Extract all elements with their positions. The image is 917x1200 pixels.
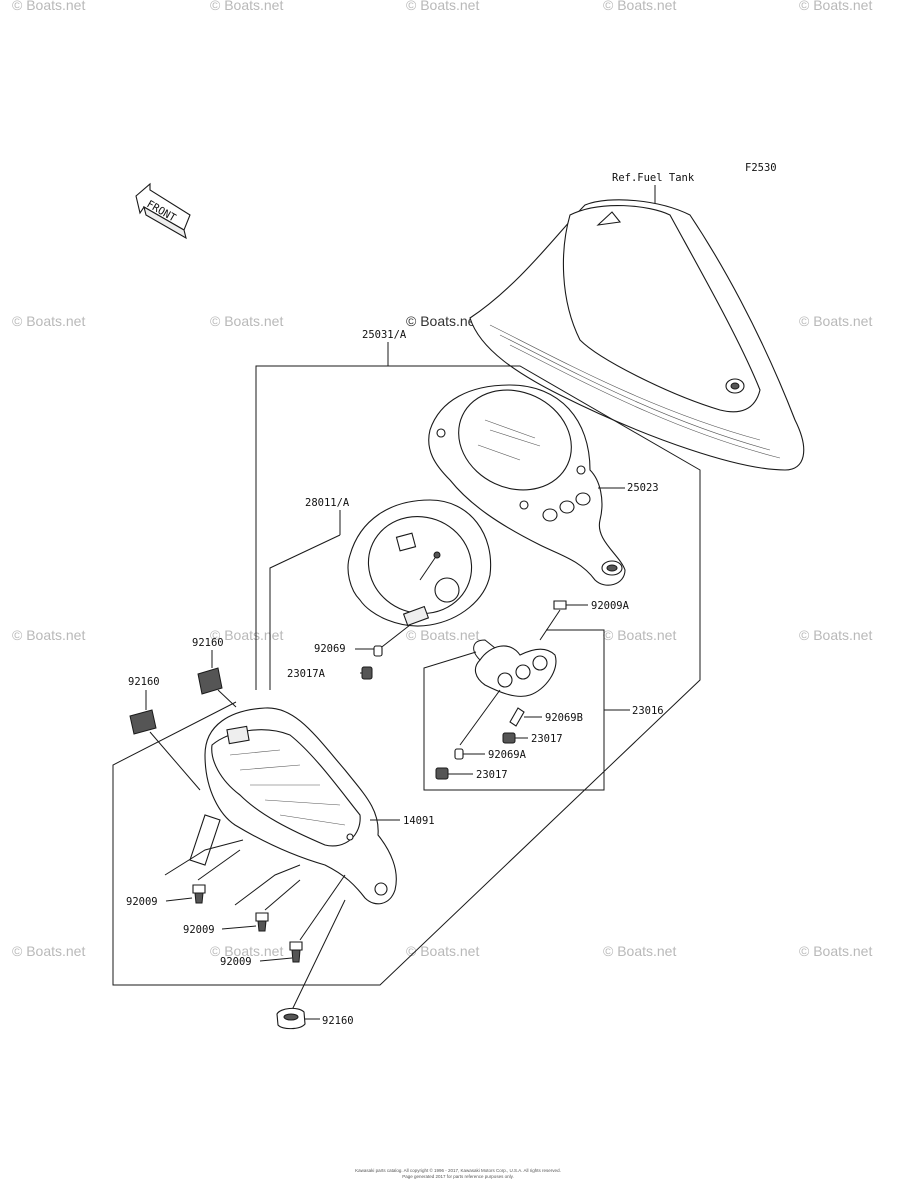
part-label-14091: 14091 [403, 815, 435, 827]
group-outline-23016 [423, 629, 605, 791]
socket-23017-lower [435, 767, 449, 780]
bulb-92069A [454, 748, 464, 760]
watermark: © Boats.net [406, 627, 479, 643]
watermark: © Boats.net [406, 313, 479, 329]
watermark: © Boats.net [799, 627, 872, 643]
part-label-92160-c: 92160 [322, 1015, 354, 1027]
watermark: © Boats.net [799, 0, 872, 13]
part-label-23017-upper: 23017 [531, 733, 563, 745]
part-label-25031: 25031/A [362, 329, 407, 341]
meter-base [189, 707, 397, 905]
part-label-28011: 28011/A [305, 497, 350, 509]
watermark: © Boats.net [210, 313, 283, 329]
fuel-tank-cover [469, 199, 805, 471]
meter-housing [428, 384, 626, 586]
front-arrow-icon: FRONT [135, 182, 191, 240]
part-label-25023: 25023 [627, 482, 659, 494]
part-label-92069A: 92069A [488, 749, 527, 761]
part-label-23016: 23016 [632, 705, 664, 717]
wiring-harness [459, 609, 561, 746]
watermark: © Boats.net [12, 0, 85, 13]
part-label-92069: 92069 [314, 643, 346, 655]
part-label-92009-c: 92009 [220, 956, 252, 968]
watermark: © Boats.net [210, 627, 283, 643]
watermark: © Boats.net [799, 943, 872, 959]
screw-92009-c [289, 874, 346, 963]
watermark: © Boats.net [12, 627, 85, 643]
watermark: © Boats.net [210, 943, 283, 959]
watermark: © Boats.net [12, 943, 85, 959]
copyright-footer: Kawasaki parts catalog. All copyright © … [355, 1167, 561, 1173]
bulb-92069 [373, 645, 383, 657]
socket-23017-upper [502, 732, 516, 744]
watermark: © Boats.net [799, 313, 872, 329]
part-label-23017A: 23017A [287, 668, 326, 680]
watermark: © Boats.net [210, 0, 283, 13]
watermark: © Boats.net [406, 0, 479, 13]
part-label-92160-a: 92160 [192, 637, 224, 649]
screw-92009-a [164, 839, 244, 904]
part-label-92069B: 92069B [545, 712, 583, 724]
part-label-23017-lower: 23017 [476, 769, 508, 781]
grommet-92160-top [197, 650, 237, 708]
bulb-92069B [509, 707, 525, 727]
part-label-92009A: 92009A [591, 600, 630, 612]
part-label-92160-b: 92160 [128, 676, 160, 688]
copyright-footer-line2: Page generated 2017 for parts reference … [402, 1174, 514, 1179]
watermark: © Boats.net [603, 0, 676, 13]
part-label-92009-b: 92009 [183, 924, 215, 936]
grommet-92160-left [129, 690, 201, 791]
reference-label: Ref.Fuel Tank [612, 172, 695, 184]
screw-92009A [553, 600, 567, 610]
screw-92009-b [234, 864, 301, 932]
figure-code: F2530 [745, 162, 777, 174]
part-label-92009-a: 92009 [126, 896, 158, 908]
grommet-92160-bottom [276, 899, 346, 1030]
watermarks: © Boats.net © Boats.net © Boats.net © Bo… [12, 0, 872, 959]
speedometer-gauge [269, 499, 492, 690]
socket-23017A [361, 666, 373, 680]
watermark: © Boats.net [603, 627, 676, 643]
watermark: © Boats.net [406, 943, 479, 959]
watermark: © Boats.net [12, 313, 85, 329]
group-outline-25031 [112, 365, 701, 986]
watermark: © Boats.net [603, 943, 676, 959]
